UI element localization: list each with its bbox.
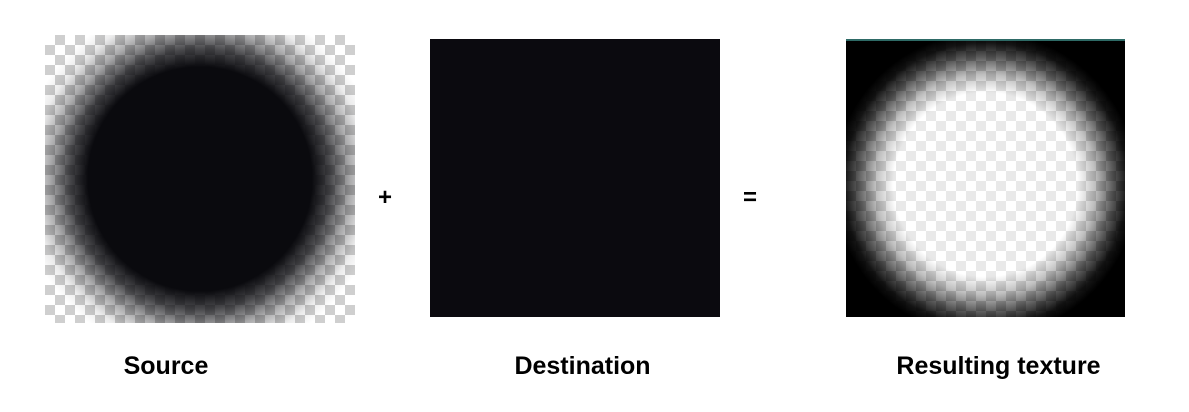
dark-blurred-disc — [45, 35, 355, 323]
plus-operator: + — [378, 184, 393, 211]
destination-caption: Destination — [514, 352, 651, 380]
resulting-texture-caption: Resulting texture — [896, 352, 1101, 380]
source-caption: Source — [123, 352, 209, 380]
resulting-texture-image — [846, 39, 1125, 317]
destination-texture-image — [430, 39, 720, 317]
equals-operator: = — [743, 184, 758, 211]
black-frame-falloff — [846, 41, 1125, 317]
source-texture-image — [45, 35, 355, 323]
